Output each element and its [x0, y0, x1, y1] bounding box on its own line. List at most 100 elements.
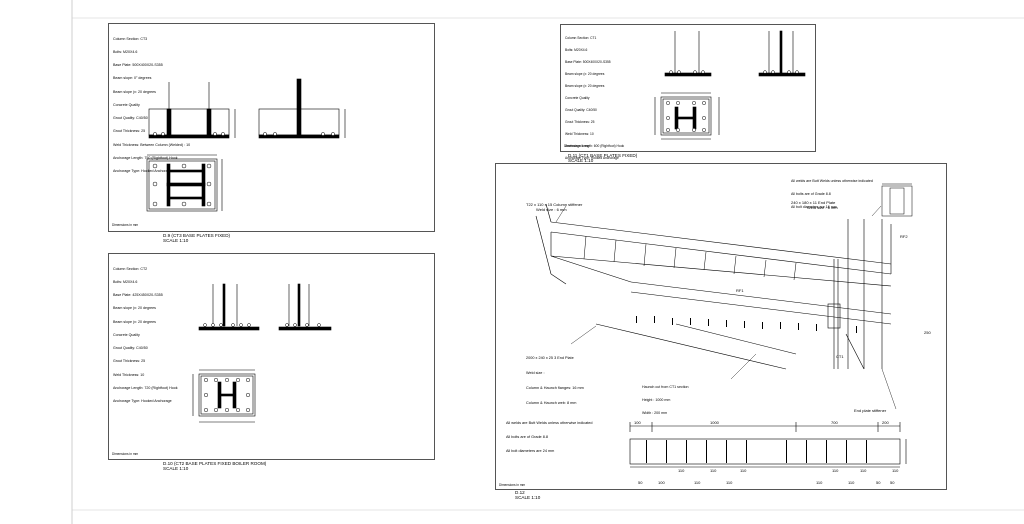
spec-line: Beam slope (x: 20 degrees	[113, 306, 156, 311]
dim-bottom: 110	[740, 468, 747, 473]
dim-bottom: 110	[860, 468, 867, 473]
drawing-sheet-d10: Column Section: CT2 Bolts: M20X4.6 Base …	[108, 253, 435, 460]
caption-scale: SCALE 1:10	[163, 238, 189, 243]
spec-block-d11: Column Section: CT1 Bolts: M20X4.6 Base …	[565, 28, 624, 168]
spec-line: Grout Quality: C40/50	[565, 108, 597, 112]
dim-bottom: 50	[638, 480, 643, 485]
spec-line: Base Plate: 425X450X20-S355	[113, 293, 163, 298]
drawing-sheet-d9: Column Section: CT3 Bolts: M20X4.6 Base …	[108, 23, 435, 232]
main-end-plate-notes: 2000 x 240 x 25 3 End Plate Weld size : …	[526, 346, 584, 416]
d12-drawing	[535, 183, 913, 468]
note-line: All welds are Butt Welds unless otherwis…	[791, 178, 873, 183]
spec-line: Grout Thickness: 25	[113, 359, 146, 364]
spec-line: Column Section: CT1	[565, 36, 597, 40]
spec-line: Bolts: M20X4.6	[113, 280, 138, 285]
footer-note: Dimensions in mm	[499, 483, 526, 487]
spec-line: Bolts: M20X4.6	[565, 48, 588, 52]
d9-drawing	[146, 78, 346, 212]
caption-d10: D.10 (CT2 BASE PLATES FIXED BOILER ROOM)…	[163, 461, 266, 471]
column-label: CT1	[836, 354, 844, 359]
caption-d9: D.9 (CT3 BASE PLATES FIXED) SCALE 1:10	[163, 233, 230, 243]
note-line: All bolts are of Grade 8.8	[506, 434, 548, 439]
note-line: Weld size :	[526, 371, 545, 375]
drawing-sheet-d12: All welds are Butt Welds unless otherwis…	[495, 163, 947, 490]
haunch-notes: Haunch cut from CT1 section Height : 100…	[642, 376, 689, 424]
dim-bottom: 110	[710, 468, 717, 473]
caption-title: D.10 (CT2 BASE PLATES FIXED BOILER ROOM)	[163, 461, 267, 466]
spec-line: Weld Thickness: 10	[565, 132, 594, 136]
note-line: Width : 200 mm	[642, 411, 668, 416]
note-line: All bolts are of Grade 8.8	[791, 192, 831, 197]
drawing-sheet-d11: Column Section: CT1 Bolts: M20X4.6 Base …	[560, 24, 816, 160]
caption-title: D.9 (CT3 BASE PLATES FIXED)	[163, 233, 231, 238]
note-line: Column & Haunch flanges: 16 mm	[526, 386, 584, 390]
end-plate-label: 240 x 180 x 11 End Plate	[791, 200, 836, 205]
spec-line: Beam slope (x: 20 degrees	[565, 84, 605, 88]
dim-bottom: 50	[890, 480, 895, 485]
dim-bottom: 110	[892, 468, 899, 473]
spec-line: Beam slope (x: 20 degrees	[565, 72, 605, 76]
spec-line: Anchorage Type: Hooked Anchorage	[113, 399, 172, 403]
footer-note: Dimensions in mm	[564, 144, 591, 148]
dim-top: 700	[831, 420, 838, 425]
dim-top: 1000	[710, 420, 719, 425]
beam-label: RF1	[736, 288, 744, 293]
spec-line: Column Section: CT3	[113, 36, 148, 41]
spec-line: Base Plate: 500X400X20-S355	[565, 60, 611, 64]
caption-d12: D.12 SCALE 1:10	[515, 490, 540, 500]
d10-drawing	[192, 283, 332, 423]
spec-line: Grout Quality: C40/50	[113, 346, 148, 351]
spec-line: Base Plate: 500X400X20-S355	[113, 63, 163, 68]
spec-line: Grout Thickness: 25	[113, 129, 146, 134]
notes-top: All welds are Butt Welds unless otherwis…	[791, 170, 873, 218]
end-plate-stiffener-label: End plate stiffener	[854, 408, 887, 413]
caption-title: D.11 (CT1 BASE PLATES FIXED)	[568, 153, 638, 158]
spec-line: Beam slope (x: 20 degrees	[113, 319, 156, 324]
dim-bottom: 100	[658, 480, 665, 485]
spec-line: Concrete Quality	[565, 96, 590, 100]
spec-line: Concrete Quality	[113, 332, 140, 337]
dim-bottom: 110	[694, 480, 701, 485]
note-line: Height : 1000 mm	[642, 398, 671, 403]
dim-bottom: 50	[876, 480, 881, 485]
spec-line: Bolts: M20X4.6	[113, 50, 138, 55]
caption-scale: SCALE 1:10	[568, 158, 594, 163]
spec-line: Weld Thickness: Between Column (Welded) …	[113, 142, 191, 147]
note-line: Column & Haunch web: 8 mm	[526, 401, 577, 405]
footer-note: Dimensions in mm	[112, 223, 139, 227]
caption-scale: SCALE 1:10	[163, 466, 189, 471]
notes-bottom: All welds are Butt Welds unless otherwis…	[506, 411, 592, 464]
caption-d11: D.11 (CT1 BASE PLATES FIXED) SCALE 1:10	[568, 153, 637, 163]
dim-top: 200	[882, 420, 889, 425]
dim-bottom: 110	[726, 480, 733, 485]
stiffener-weld-label: Weld size : 6 mm	[536, 207, 567, 212]
stiffener-label: T22 x 110 x 15 Column stiffener	[526, 202, 583, 207]
note-line: All bolt diameters are 16 mm	[791, 205, 837, 210]
note-line: Haunch cut from CT1 section	[642, 384, 689, 389]
spec-line: Grout Thickness: 25	[565, 120, 595, 124]
spec-line: Column Section: CT2	[113, 266, 148, 271]
small-label: 250	[924, 330, 931, 335]
footer-note: Dimensions in mm	[112, 452, 139, 456]
spec-line: Concrete Quality	[113, 102, 140, 107]
spec-line: Weld Thickness: 10	[113, 372, 145, 377]
dim-bottom: 110	[848, 480, 855, 485]
caption-title: D.12	[515, 490, 525, 495]
spec-block-d10: Column Section: CT2 Bolts: M20X4.6 Base …	[113, 258, 178, 412]
end-plate-weld-label: Weld size : 6 mm	[807, 205, 838, 210]
spec-line: Anchorage Length: 720 (Rightfoot) Hook	[113, 385, 178, 390]
spec-line: Anchorage Length: 750 (Rightfoot) Hook	[113, 155, 178, 160]
spec-line: Beam slope: 0° degrees	[113, 76, 152, 81]
rafter-label: RF2	[900, 234, 908, 239]
caption-scale: SCALE 1:10	[515, 495, 541, 500]
note-line: All welds are Butt Welds unless otherwis…	[506, 420, 593, 425]
dim-bottom: 110	[678, 468, 685, 473]
dim-bottom: 110	[832, 468, 839, 473]
spec-line: Anchorage Type: Hooked Anchorage	[565, 156, 619, 160]
spec-line: Anchorage Length: 600 (Rightfoot) Hook	[565, 144, 625, 148]
spec-block-d9: Column Section: CT3 Bolts: M20X4.6 Base …	[113, 28, 190, 182]
spec-line: Grout Quality: C40/50	[113, 116, 148, 121]
d11-drawing	[654, 30, 806, 140]
note-line: All bolt diameters are 24 mm	[506, 449, 555, 454]
